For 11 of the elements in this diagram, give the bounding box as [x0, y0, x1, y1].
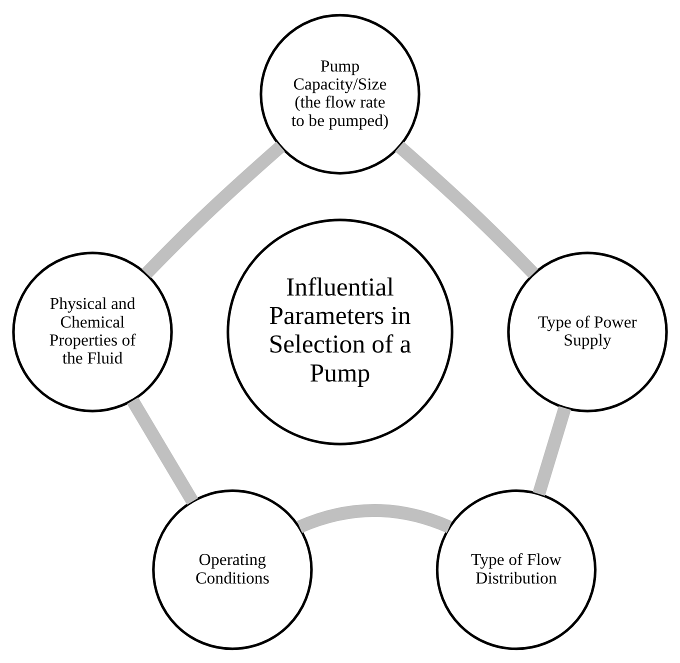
connector	[142, 141, 285, 278]
node-circle: Influential Parameters in Selection of a Pump	[226, 218, 454, 445]
connector	[532, 406, 572, 496]
connector	[395, 141, 538, 278]
node-circle: Type of Power Supply	[507, 251, 668, 412]
connector	[297, 504, 452, 533]
node-circle: Type of Flow Distribution	[436, 488, 597, 650]
node-circle: Pump Capacity/Size (the flow rate to be pumped)	[260, 13, 420, 174]
node-circle: Operating Conditions	[152, 488, 313, 650]
connector	[127, 396, 198, 504]
node-circle: Physical and Chemical Properties of the Fluid	[12, 251, 173, 412]
